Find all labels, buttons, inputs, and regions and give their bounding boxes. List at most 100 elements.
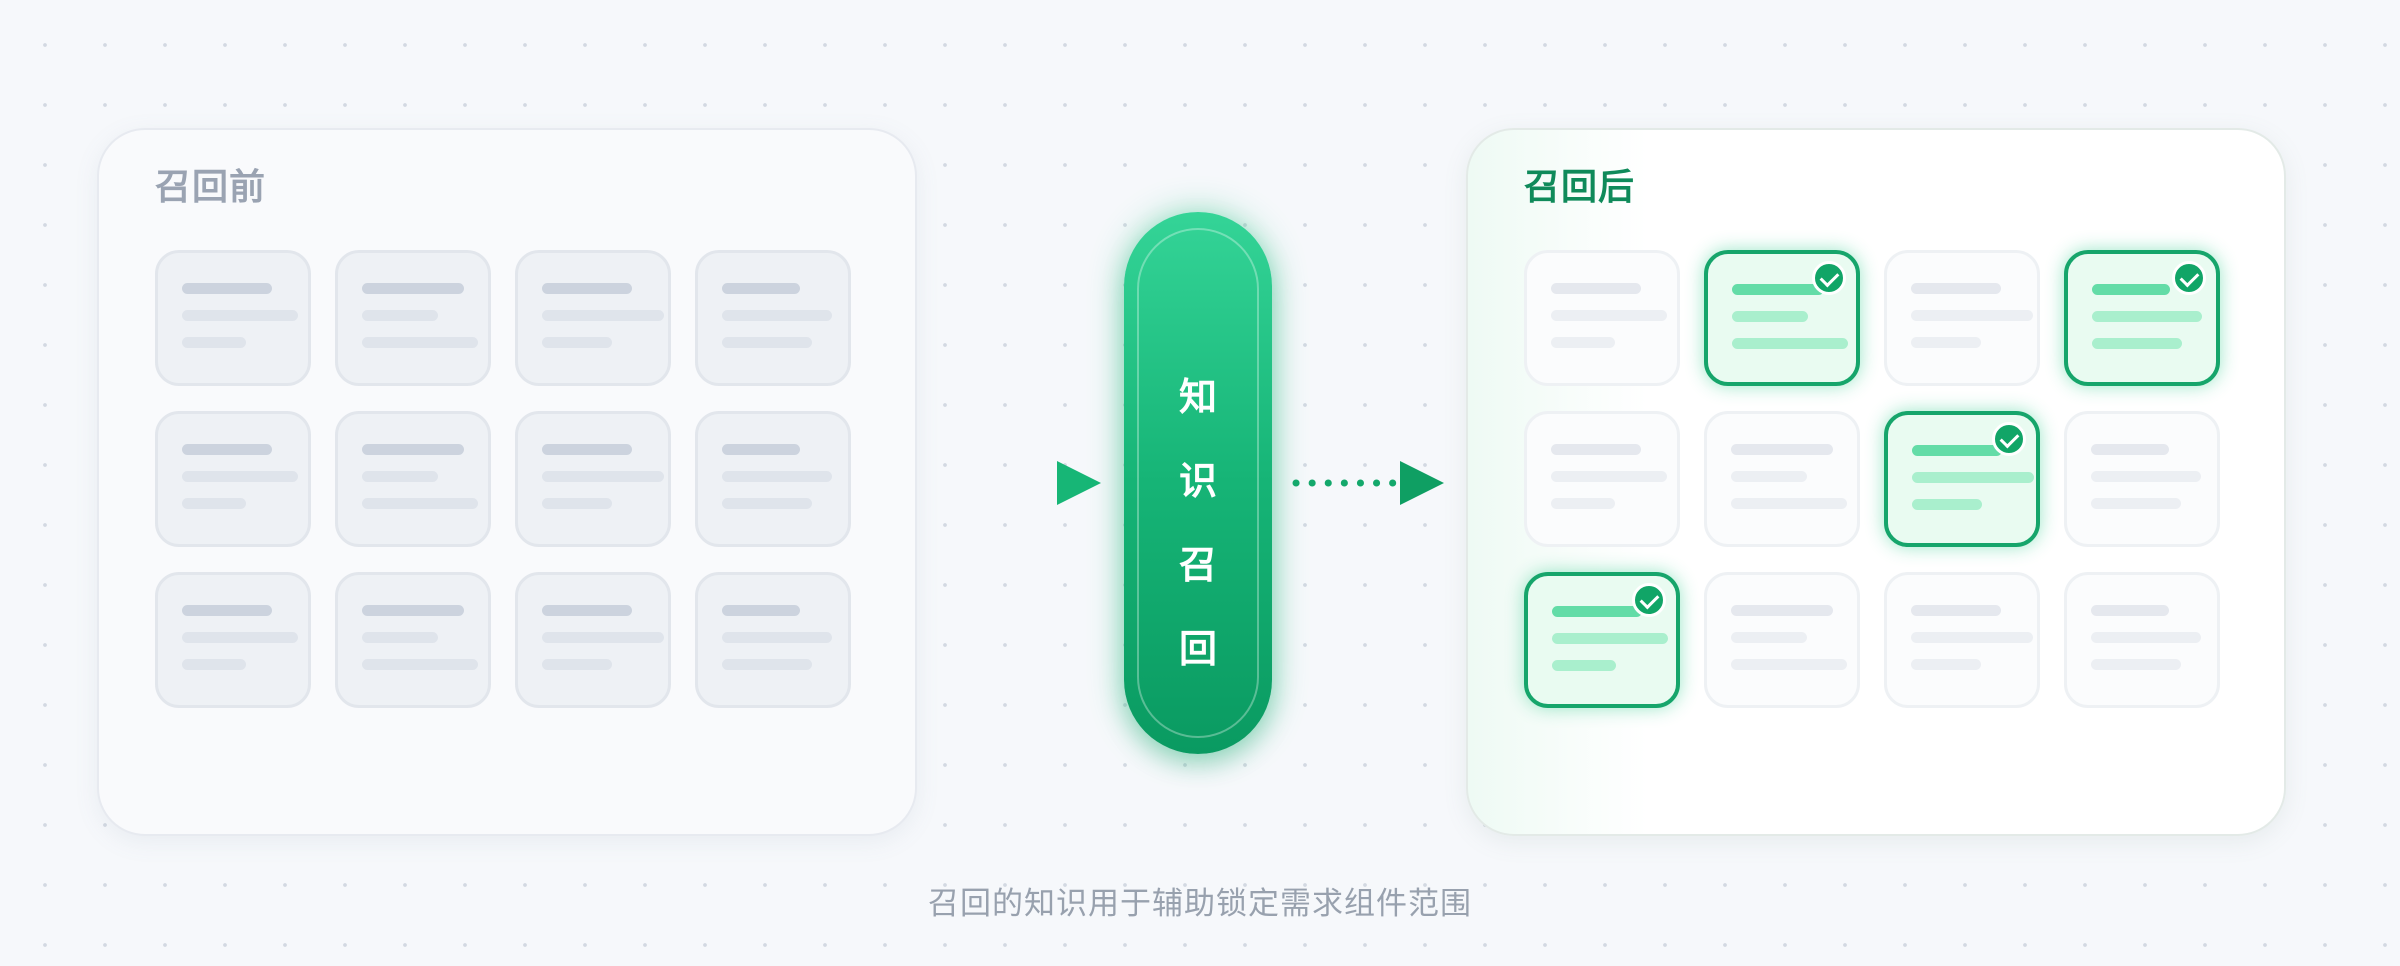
component-card xyxy=(695,572,851,708)
card-placeholder-line xyxy=(542,605,632,616)
component-card xyxy=(1524,250,1680,386)
card-placeholder-line xyxy=(362,605,464,616)
process-char-3: 召 xyxy=(1178,543,1217,587)
card-placeholder-line xyxy=(182,471,298,482)
card-placeholder-line xyxy=(1732,284,1824,295)
component-card xyxy=(335,411,491,547)
card-placeholder-line xyxy=(1911,337,1981,348)
right-flow-connector xyxy=(1292,461,1444,505)
before-recall-title: 召回前 xyxy=(155,167,267,208)
card-placeholder-line xyxy=(1731,444,1833,455)
card-placeholder-line xyxy=(1731,659,1847,670)
card-placeholder-line xyxy=(1912,472,2034,483)
check-circle-icon xyxy=(1992,422,2026,456)
card-placeholder-line xyxy=(722,337,812,348)
card-placeholder-line xyxy=(1731,605,1833,616)
check-circle-icon xyxy=(1632,583,1666,617)
card-placeholder-line xyxy=(542,337,612,348)
card-placeholder-line xyxy=(542,471,664,482)
component-card xyxy=(695,411,851,547)
card-placeholder-line xyxy=(1731,632,1807,643)
card-placeholder-line xyxy=(182,310,298,321)
card-placeholder-line xyxy=(1911,659,1981,670)
card-placeholder-line xyxy=(2091,632,2201,643)
card-placeholder-line xyxy=(1912,499,1982,510)
card-placeholder-line xyxy=(1551,498,1615,509)
card-placeholder-line xyxy=(1911,283,2001,294)
process-char-1: 知 xyxy=(1178,375,1217,419)
process-char-2: 识 xyxy=(1178,459,1217,503)
before-recall-panel: 召回前 xyxy=(97,128,917,836)
component-card xyxy=(1524,411,1680,547)
component-card xyxy=(2064,572,2220,708)
card-placeholder-line xyxy=(1552,633,1668,644)
card-placeholder-line xyxy=(362,283,464,294)
card-placeholder-line xyxy=(722,310,832,321)
knowledge-recall-process: 知 识 召 回 xyxy=(1124,212,1272,754)
card-placeholder-line xyxy=(1552,606,1642,617)
component-card xyxy=(155,250,311,386)
diagram-caption: 召回的知识用于辅助锁定需求组件范围 xyxy=(928,886,1472,922)
card-placeholder-line xyxy=(1551,444,1641,455)
component-card xyxy=(515,572,671,708)
component-card xyxy=(155,411,311,547)
card-placeholder-line xyxy=(542,444,632,455)
card-placeholder-line xyxy=(1732,338,1848,349)
card-placeholder-line xyxy=(722,659,812,670)
component-card xyxy=(695,250,851,386)
card-placeholder-line xyxy=(1911,632,2033,643)
component-card xyxy=(335,250,491,386)
card-placeholder-line xyxy=(182,605,272,616)
component-card xyxy=(515,411,671,547)
card-placeholder-line xyxy=(362,337,478,348)
component-card xyxy=(335,572,491,708)
card-placeholder-line xyxy=(362,632,438,643)
card-placeholder-line xyxy=(2092,338,2182,349)
card-placeholder-line xyxy=(2091,605,2169,616)
card-placeholder-line xyxy=(362,310,438,321)
card-placeholder-line xyxy=(722,498,812,509)
card-placeholder-line xyxy=(362,659,478,670)
recalled-component-card xyxy=(1524,572,1680,708)
card-placeholder-line xyxy=(722,632,832,643)
component-card xyxy=(2064,411,2220,547)
card-placeholder-line xyxy=(2091,498,2181,509)
component-card xyxy=(1704,572,1860,708)
card-placeholder-line xyxy=(722,471,832,482)
card-placeholder-line xyxy=(722,444,800,455)
card-placeholder-line xyxy=(1911,310,2033,321)
component-card xyxy=(1704,411,1860,547)
card-placeholder-line xyxy=(2091,444,2169,455)
card-placeholder-line xyxy=(1551,471,1667,482)
card-placeholder-line xyxy=(722,283,800,294)
recalled-component-card xyxy=(1884,411,2040,547)
card-placeholder-line xyxy=(182,632,298,643)
card-placeholder-line xyxy=(1731,471,1807,482)
card-placeholder-line xyxy=(182,498,246,509)
pill-inner-outline xyxy=(1137,228,1259,738)
process-char-4: 回 xyxy=(1178,627,1217,671)
component-card xyxy=(1884,250,2040,386)
arrow-right-icon xyxy=(1400,461,1444,505)
card-placeholder-line xyxy=(2091,659,2181,670)
card-placeholder-line xyxy=(182,283,272,294)
card-placeholder-line xyxy=(542,310,664,321)
card-placeholder-line xyxy=(1911,605,2001,616)
after-recall-title: 召回后 xyxy=(1524,167,1636,208)
after-recall-panel: 召回后 xyxy=(1466,128,2286,836)
card-placeholder-line xyxy=(542,498,612,509)
card-placeholder-line xyxy=(542,283,632,294)
card-placeholder-line xyxy=(182,659,246,670)
card-placeholder-line xyxy=(1732,311,1808,322)
card-placeholder-line xyxy=(362,444,464,455)
check-circle-icon xyxy=(1812,261,1846,295)
card-placeholder-line xyxy=(182,444,272,455)
card-placeholder-line xyxy=(542,632,664,643)
card-placeholder-line xyxy=(1552,660,1616,671)
card-placeholder-line xyxy=(1912,445,2002,456)
card-placeholder-line xyxy=(722,605,800,616)
check-circle-icon xyxy=(2172,261,2206,295)
card-placeholder-line xyxy=(2092,284,2170,295)
recalled-component-card xyxy=(2064,250,2220,386)
card-placeholder-line xyxy=(362,498,478,509)
